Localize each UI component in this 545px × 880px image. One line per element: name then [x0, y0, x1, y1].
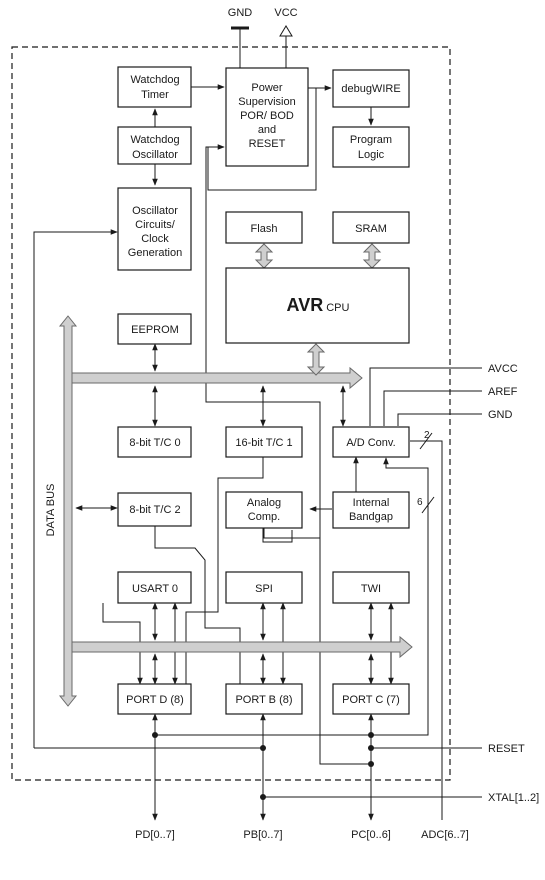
adc-pins-label: ADC[6..7] — [421, 829, 469, 841]
junction-dots — [152, 732, 374, 800]
spi-block: SPI — [225, 571, 303, 604]
aref-label: AREF — [488, 386, 518, 398]
flash-label: Flash — [251, 223, 278, 235]
pc-pins-label: PC[0..6] — [351, 829, 391, 841]
timer-counter-0-block: 8-bit T/C 0 — [117, 426, 192, 458]
avcc-label: AVCC — [488, 363, 518, 375]
debugwire-block: debugWIRE — [332, 69, 410, 108]
power-pins: GND VCC — [228, 7, 298, 68]
signal-wires — [33, 84, 482, 821]
port-b-label: PORT B (8) — [235, 694, 292, 706]
twi-label: TWI — [361, 583, 381, 595]
port-c-label: PORT C (7) — [342, 694, 400, 706]
timer-counter-0-label: 8-bit T/C 0 — [129, 437, 180, 449]
data-bus: DATA BUS — [45, 243, 413, 707]
gnd-pin-label: GND — [228, 7, 253, 19]
vcc-pin-label: VCC — [274, 7, 297, 19]
reset-label: RESET — [488, 743, 525, 755]
adc-bus-width-6: 6 — [417, 497, 423, 508]
sram-label: SRAM — [355, 223, 387, 235]
twi-block: TWI — [332, 571, 410, 604]
data-bus-label: DATA BUS — [45, 484, 57, 537]
eeprom-label: EEPROM — [131, 324, 179, 336]
timer-counter-1-label: 16-bit T/C 1 — [235, 437, 292, 449]
pb-pins-label: PB[0..7] — [243, 829, 282, 841]
port-c-block: PORT C (7) — [332, 683, 410, 715]
port-d-block: PORT D (8) — [117, 683, 192, 715]
timer-counter-2-label: 8-bit T/C 2 — [129, 504, 180, 516]
ad-converter-label: A/D Conv. — [346, 437, 395, 449]
debugwire-label: debugWIRE — [341, 83, 400, 95]
timer-counter-2-block: 8-bit T/C 2 — [117, 492, 192, 527]
adc-bus-width-2: 2 — [424, 430, 430, 441]
avr-brand: AVR — [287, 295, 324, 315]
xtal-label: XTAL[1..2] — [488, 792, 539, 804]
sram-block: SRAM — [332, 211, 410, 244]
spi-label: SPI — [255, 583, 273, 595]
cpu-suffix: CPU — [326, 302, 349, 314]
port-d-label: PORT D (8) — [126, 694, 184, 706]
flash-block: Flash — [225, 211, 303, 244]
timer-counter-1-block: 16-bit T/C 1 — [225, 426, 303, 458]
port-b-block: PORT B (8) — [225, 683, 303, 715]
usart-label: USART 0 — [132, 583, 178, 595]
pd-pins-label: PD[0..7] — [135, 829, 175, 841]
usart-block: USART 0 — [117, 571, 192, 604]
analog-gnd-label: GND — [488, 409, 513, 421]
eeprom-block: EEPROM — [117, 313, 192, 345]
ad-converter-block: A/D Conv. — [332, 426, 410, 458]
